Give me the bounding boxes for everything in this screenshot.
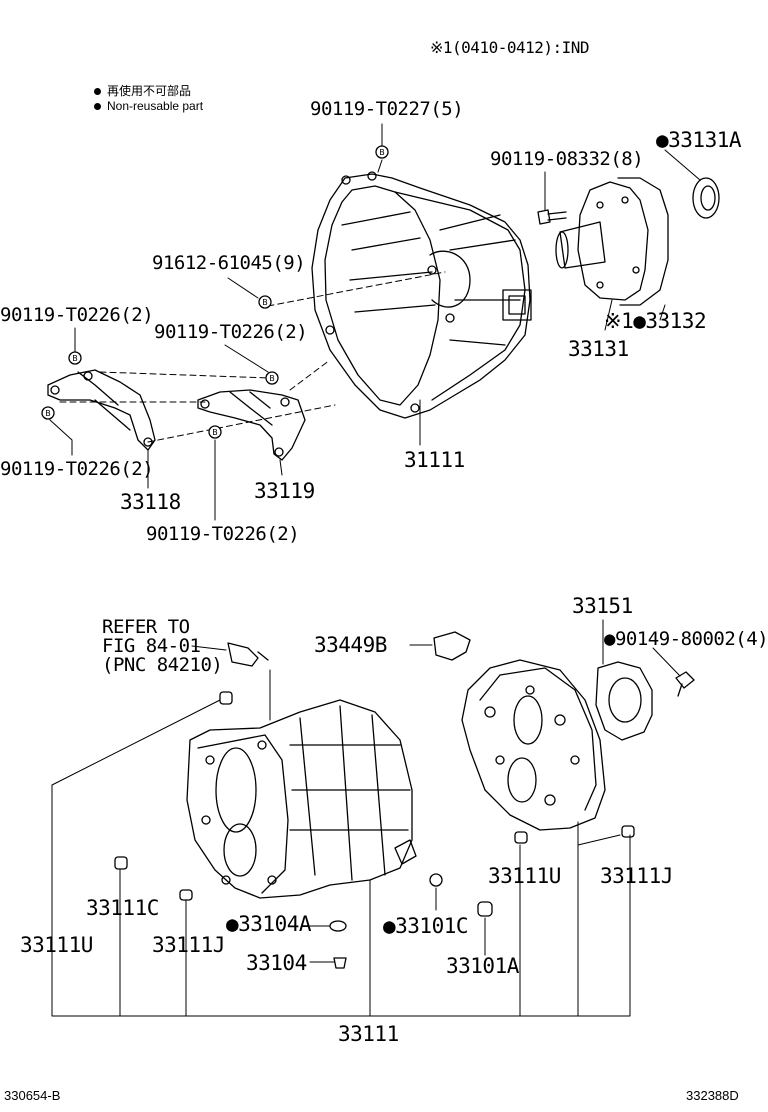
part-label-90119-08332[interactable]: 90119-08332(8) bbox=[490, 148, 644, 170]
part-label-33101a[interactable]: 33101A bbox=[446, 954, 519, 978]
bolt-markers bbox=[41, 145, 389, 439]
part-label-33101c[interactable]: ●33101C bbox=[383, 914, 469, 938]
adapter-plate-drawing bbox=[461, 659, 606, 831]
bolt-marker-b: B bbox=[72, 354, 78, 363]
legend-en: Non-reusable part bbox=[94, 99, 203, 113]
part-label-33111j-right[interactable]: 33111J bbox=[600, 864, 673, 888]
part-label-90119-t0227[interactable]: 90119-T0227(5) bbox=[310, 98, 464, 120]
bracket-33119-drawing bbox=[197, 389, 306, 461]
bolt-marker-b: B bbox=[269, 374, 275, 383]
part-label-33119[interactable]: 33119 bbox=[254, 479, 315, 503]
transmission-case-drawing bbox=[186, 699, 417, 899]
bolt-marker-b: B bbox=[212, 428, 218, 437]
retainer-33151-drawing bbox=[595, 661, 653, 741]
part-label-33111c[interactable]: 33111C bbox=[86, 896, 159, 920]
legend-jp-text: 再使用不可部品 bbox=[107, 84, 192, 98]
part-label-33104[interactable]: 33104 bbox=[246, 951, 307, 975]
part-label-31111[interactable]: 31111 bbox=[404, 448, 465, 472]
part-label-33131[interactable]: 33131 bbox=[568, 337, 629, 361]
refer-line-3: (PNC 84210) bbox=[102, 654, 223, 676]
bolt-marker-b: B bbox=[262, 298, 268, 307]
bolt-drawing bbox=[537, 209, 567, 225]
part-label-90119-t0226-upper-mid[interactable]: 90119-T0226(2) bbox=[154, 321, 308, 343]
part-label-90119-t0226-upper-left[interactable]: 90119-T0226(2) bbox=[0, 304, 154, 326]
bullet-icon bbox=[94, 103, 101, 111]
small-parts-drawing bbox=[114, 691, 635, 969]
part-label-33104a[interactable]: ●33104A bbox=[226, 912, 312, 936]
refer-line-2[interactable]: FIG 84-01 bbox=[102, 635, 201, 657]
part-label-33449b[interactable]: 33449B bbox=[314, 633, 387, 657]
bolt-90149-drawing bbox=[675, 671, 695, 697]
bolt-marker-b: B bbox=[379, 148, 385, 157]
part-label-33111j-left[interactable]: 33111J bbox=[152, 933, 225, 957]
bracket-33118-drawing bbox=[47, 369, 156, 451]
part-label-33111u-right[interactable]: 33111U bbox=[488, 864, 561, 888]
part-label-33111u-left[interactable]: 33111U bbox=[20, 933, 93, 957]
legend-en-text: Non-reusable part bbox=[107, 99, 204, 113]
part-label-90149-80002[interactable]: ●90149-80002(4) bbox=[604, 628, 768, 650]
part-label-33132[interactable]: ※1●33132 bbox=[604, 309, 707, 333]
bolt-marker-b: B bbox=[45, 409, 51, 418]
part-label-33151[interactable]: 33151 bbox=[572, 594, 633, 618]
oil-seal-drawing bbox=[692, 177, 720, 219]
part-label-33118[interactable]: 33118 bbox=[120, 490, 181, 514]
legend-jp: 再使用不可部品 bbox=[94, 82, 191, 99]
part-label-90119-t0226-lower-mid[interactable]: 90119-T0226(2) bbox=[146, 523, 300, 545]
bell-housing-drawing bbox=[311, 171, 532, 419]
part-label-91612-61045[interactable]: 91612-61045(9) bbox=[152, 252, 306, 274]
part-label-33131a[interactable]: ●33131A bbox=[656, 128, 742, 152]
footer-right-code: 332388D bbox=[686, 1088, 739, 1103]
sensor-drawing bbox=[227, 642, 269, 667]
part-label-90119-t0226-lower-left[interactable]: 90119-T0226(2) bbox=[0, 458, 154, 480]
part-33449b-drawing bbox=[433, 631, 471, 661]
bearing-retainer-drawing bbox=[555, 177, 669, 306]
refer-line-1: REFER TO bbox=[102, 616, 190, 638]
part-label-33111-bottom[interactable]: 33111 bbox=[338, 1022, 399, 1046]
applicability-note: ※1(0410-0412):IND bbox=[430, 38, 590, 57]
footer-left-code: 330654-B bbox=[4, 1088, 61, 1103]
bullet-icon bbox=[94, 88, 101, 96]
